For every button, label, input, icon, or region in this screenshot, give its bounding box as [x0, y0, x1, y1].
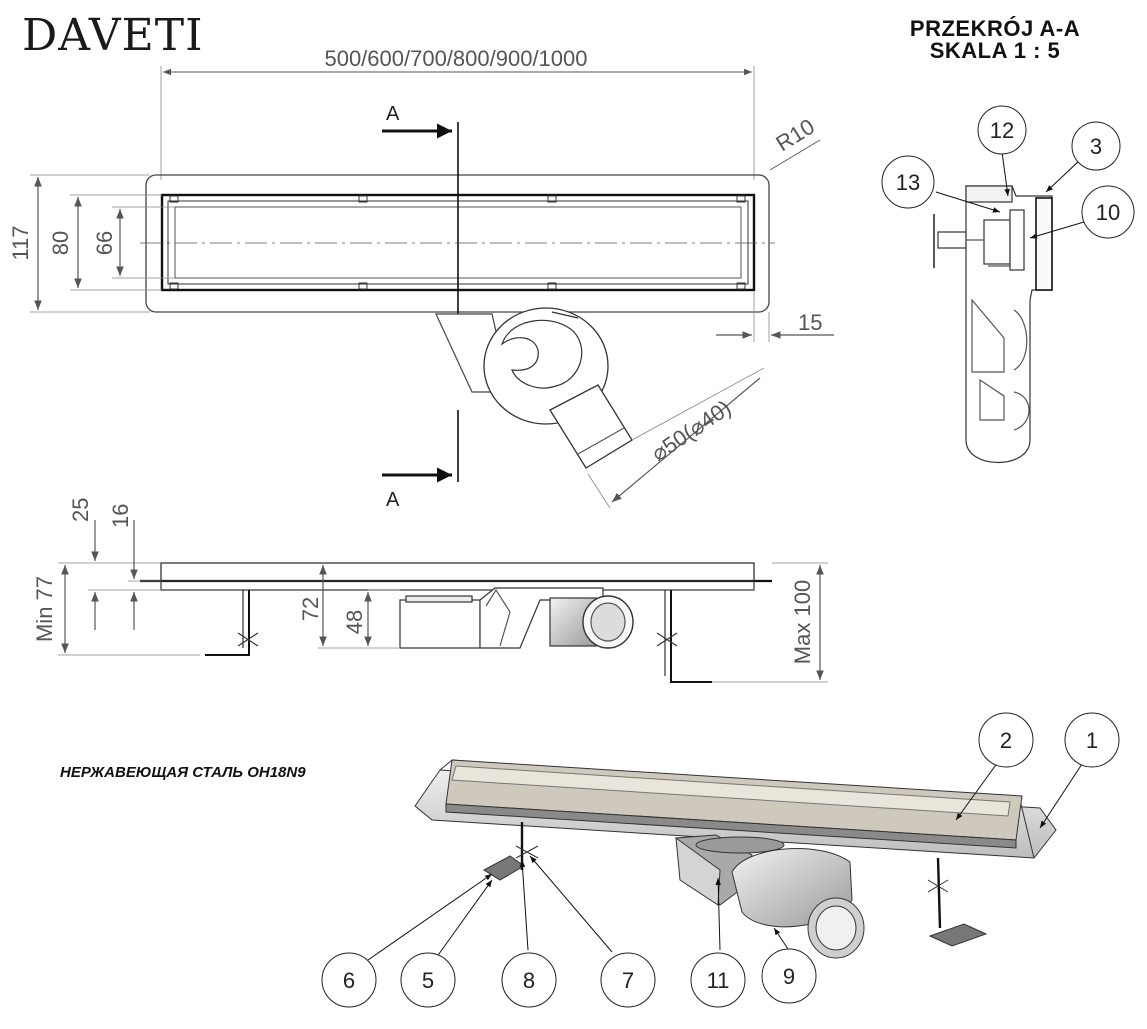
width-dimension-66: 66 — [92, 231, 117, 255]
section-leaders — [935, 151, 1085, 239]
callout-12: 12 — [990, 118, 1014, 143]
outlet-diameter: ⌀50(⌀40) — [647, 395, 736, 466]
min-height: Min 77 — [32, 576, 57, 642]
iso-leaders — [367, 761, 1083, 961]
section-view — [933, 185, 1053, 464]
callout-13: 13 — [896, 170, 920, 195]
callout-1: 1 — [1086, 728, 1098, 753]
top-view — [30, 66, 834, 509]
callout-6: 6 — [343, 968, 355, 993]
dim-48: 48 — [342, 610, 367, 634]
section-title-line1: PRZEKRÓJ A-A — [909, 16, 1081, 41]
callout-10: 10 — [1096, 200, 1120, 225]
radius-dimension: R10 — [771, 114, 818, 157]
flange-dimension: 15 — [798, 310, 822, 335]
callout-9: 9 — [783, 964, 795, 989]
width-dimension-117: 117 — [8, 225, 33, 260]
brand-logo: DAVETI — [22, 10, 204, 61]
material-note: НЕРЖАВЕЮЩАЯ СТАЛЬ OH18N9 — [60, 764, 306, 781]
section-title-line2: SKALA 1 : 5 — [929, 38, 1061, 63]
callout-3: 3 — [1090, 134, 1102, 159]
callout-7: 7 — [622, 968, 634, 993]
callout-2: 2 — [1000, 728, 1012, 753]
iso-balloons: 2 1 6 5 8 7 11 9 — [321, 712, 1120, 1008]
max-height: Max 100 — [790, 580, 815, 664]
callout-11: 11 — [707, 968, 730, 993]
section-marker-top: A — [386, 103, 400, 125]
iso-view — [414, 759, 1057, 959]
dim-25: 25 — [68, 498, 93, 522]
width-dimension-80: 80 — [48, 231, 73, 255]
length-dimension: 500/600/700/800/900/1000 — [324, 46, 587, 71]
section-balloons: 12 3 13 10 — [881, 105, 1135, 239]
callout-8: 8 — [523, 968, 535, 993]
side-view — [58, 520, 828, 683]
section-title: PRZEKRÓJ A-A SKALA 1 : 5 — [880, 18, 1110, 62]
section-marker-bottom: A — [386, 489, 400, 511]
dim-72: 72 — [298, 597, 323, 621]
callout-5: 5 — [422, 968, 434, 993]
dim-16: 16 — [108, 504, 133, 528]
